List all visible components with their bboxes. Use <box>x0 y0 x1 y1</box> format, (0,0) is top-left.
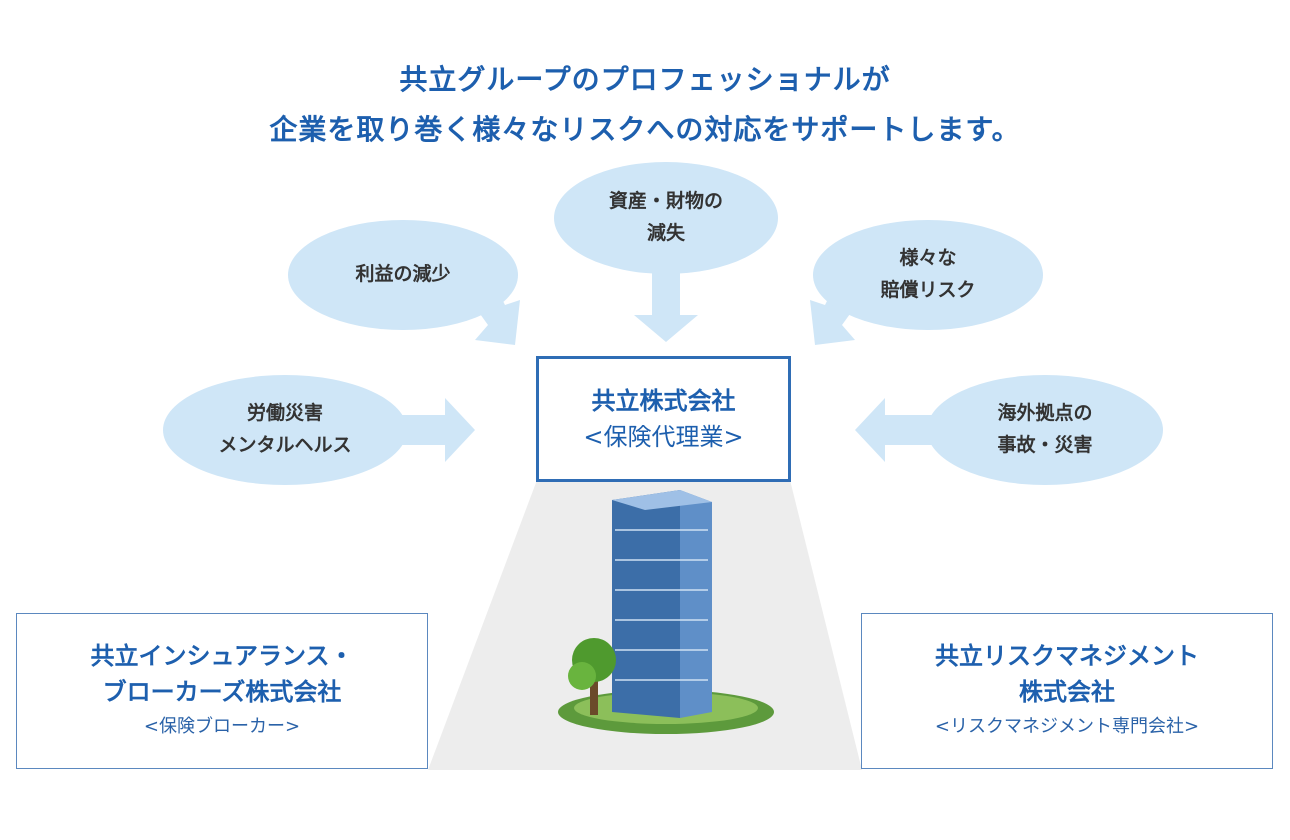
risk-label: 事故・災害 <box>997 434 1093 456</box>
arrow-right-icon <box>395 398 475 462</box>
risk-label: 賠償リスク <box>880 279 976 301</box>
right-company-box: 共立リスクマネジメント 株式会社 <リスクマネジメント専門会社> <box>861 613 1273 769</box>
risk-label: 様々な <box>899 247 957 269</box>
left-company-name-1: 共立インシュアランス・ <box>90 642 354 670</box>
risk-label: 海外拠点の <box>997 402 1093 424</box>
left-company-role: <保険ブローカー> <box>143 716 301 737</box>
arrow-down-icon <box>634 265 698 342</box>
right-company-name-2: 株式会社 <box>1019 678 1115 706</box>
right-company-name-1: 共立リスクマネジメント <box>935 642 1199 670</box>
left-company-name-2: ブローカーズ株式会社 <box>102 678 342 706</box>
risk-labor: 労働災害 メンタルヘルス <box>185 397 385 461</box>
risk-profit-decrease: 利益の減少 <box>303 258 503 290</box>
right-company-role: <リスクマネジメント専門会社> <box>934 716 1200 737</box>
bubble-overseas <box>927 375 1163 485</box>
bubble-asset-loss <box>554 162 778 274</box>
bubble-profit-decrease <box>288 220 518 330</box>
headline-line-2: 企業を取り巻く様々なリスクへの対応をサポートします。 <box>269 113 1021 146</box>
center-company-name: 共立株式会社 <box>591 387 736 415</box>
risk-label: 労働災害 <box>246 402 323 424</box>
risk-label: 減失 <box>646 222 685 244</box>
risk-liability: 様々な 賠償リスク <box>828 242 1028 306</box>
center-company-box: 共立株式会社 <保険代理業> <box>536 356 791 482</box>
arrow-left-icon <box>855 398 935 462</box>
risk-overseas: 海外拠点の 事故・災害 <box>945 397 1145 461</box>
center-company-role: <保険代理業> <box>583 423 744 451</box>
left-company-box: 共立インシュアランス・ ブローカーズ株式会社 <保険ブローカー> <box>16 613 428 769</box>
building-illustration <box>558 490 774 734</box>
risk-asset-loss: 資産・財物の 減失 <box>566 185 766 249</box>
risk-label: 資産・財物の <box>608 190 723 212</box>
headline-line-1: 共立グループのプロフェッショナルが <box>399 63 891 96</box>
bubble-labor <box>163 375 407 485</box>
bubble-liability <box>813 220 1043 330</box>
risk-label: メンタルヘルス <box>218 434 352 456</box>
risk-label: 利益の減少 <box>355 263 451 285</box>
